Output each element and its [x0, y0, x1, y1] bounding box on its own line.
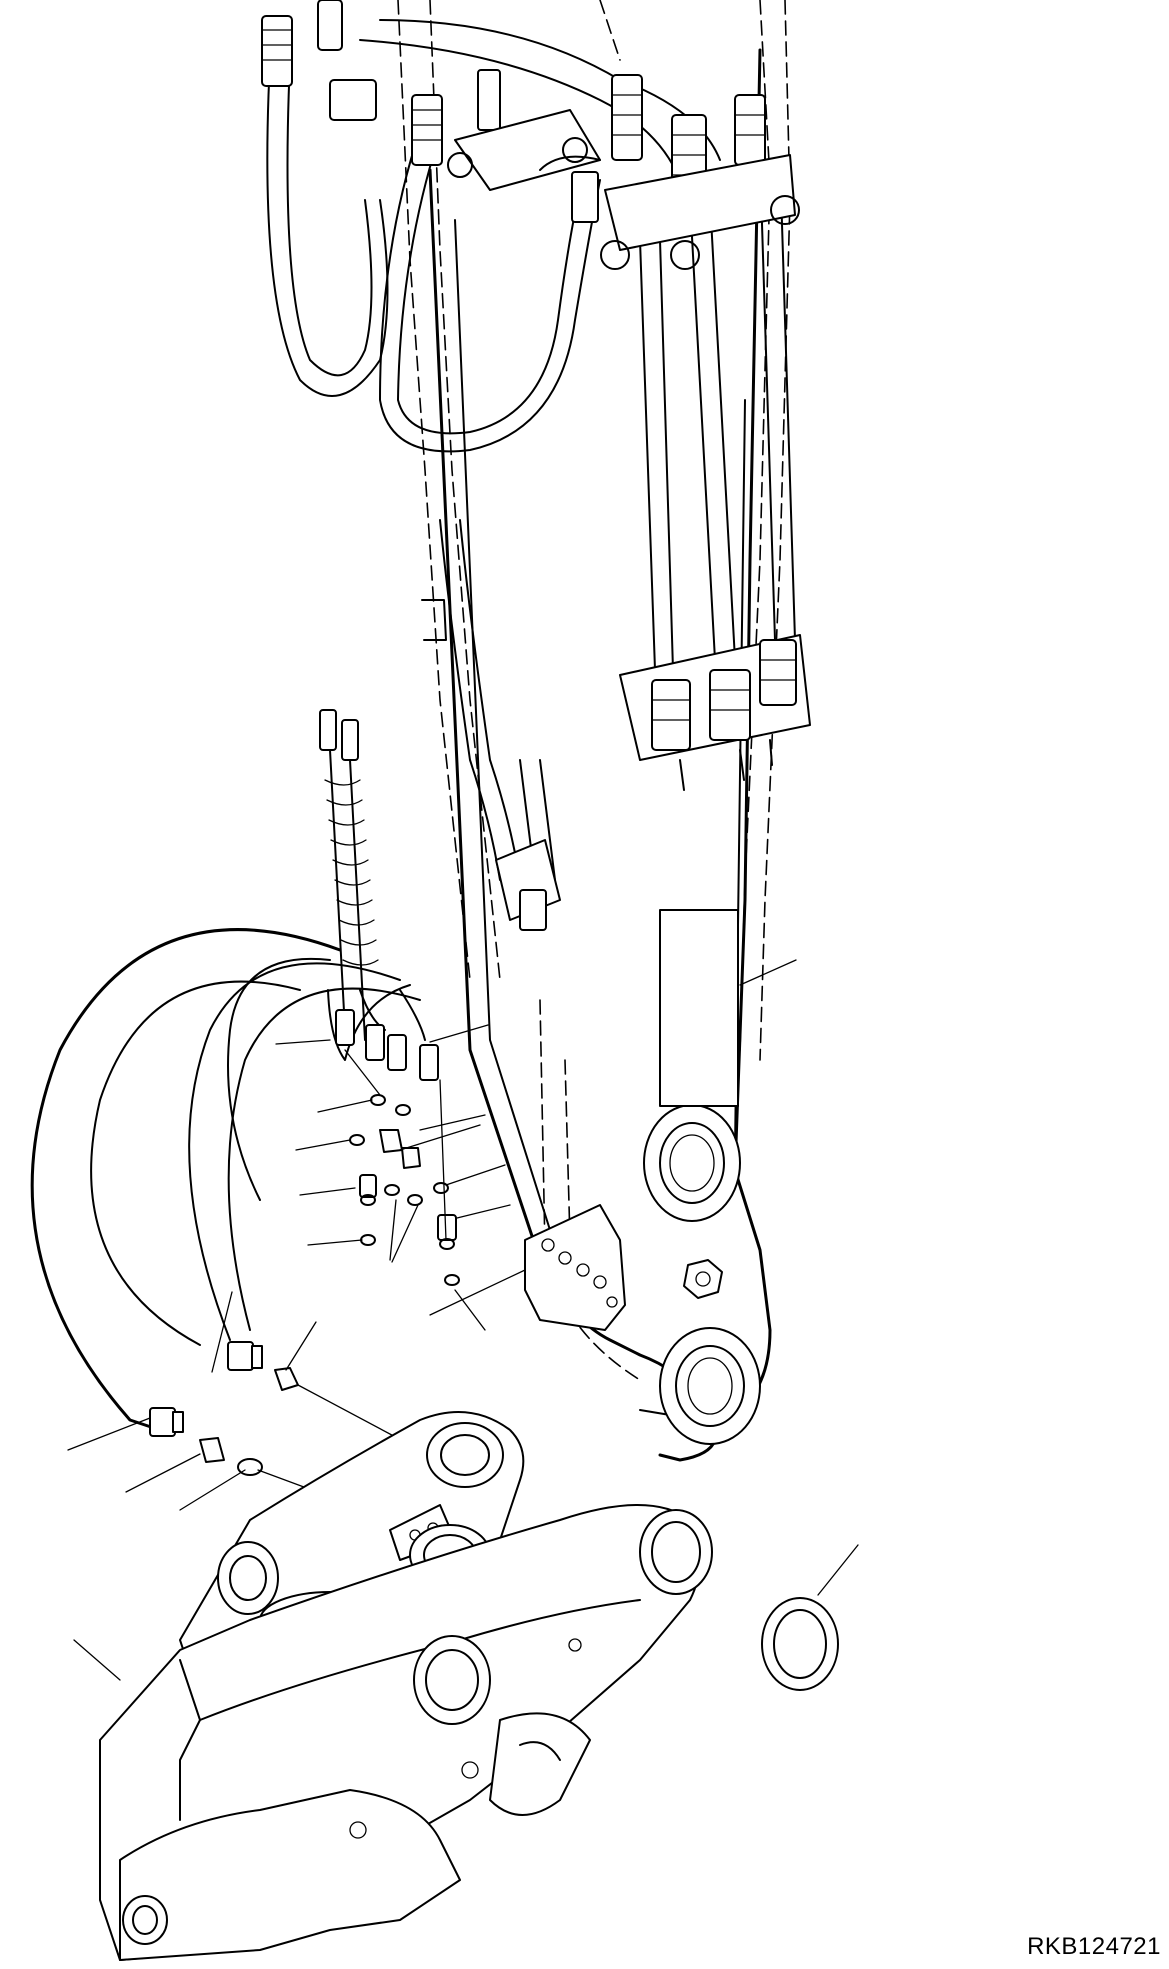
large-hose-loop: [30, 928, 421, 1432]
leader-lines: [67, 959, 859, 1681]
arm-hoses: [266, 19, 796, 881]
arm-body: [428, 48, 772, 1462]
decal-plate: [659, 909, 739, 1107]
top-fittings: [261, 0, 800, 270]
drawing-code: RKB124721: [1027, 1933, 1161, 1960]
spiral-hoses: [227, 709, 426, 1201]
small-fittings: [335, 1009, 526, 1316]
coupler-fittings: [149, 1341, 421, 1531]
quick-coupler: [99, 1411, 713, 1961]
mid-clamp: [421, 599, 811, 931]
arm-outline: [397, 0, 791, 1381]
washer: [761, 1597, 839, 1691]
